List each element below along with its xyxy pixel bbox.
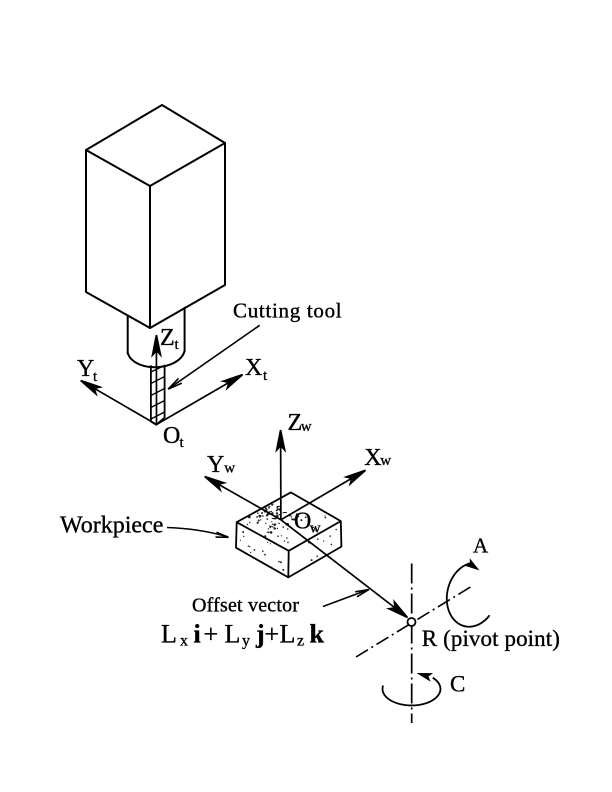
svg-text:Workpiece: Workpiece <box>60 513 163 539</box>
svg-text:w: w <box>310 521 321 537</box>
svg-text:Z: Z <box>160 325 175 351</box>
svg-text:X: X <box>364 445 381 471</box>
svg-text:+: + <box>265 620 280 649</box>
svg-text:L: L <box>280 620 296 649</box>
svg-text:t: t <box>263 368 268 384</box>
svg-text:L: L <box>161 620 177 649</box>
svg-text:i: i <box>194 620 201 649</box>
svg-text:R (pivot point): R (pivot point) <box>422 626 560 651</box>
svg-text:t: t <box>180 435 185 451</box>
svg-text:w: w <box>380 453 391 469</box>
svg-text:+: + <box>204 620 219 649</box>
svg-text:j: j <box>255 620 265 649</box>
svg-text:C: C <box>450 671 465 696</box>
svg-text:X: X <box>245 355 262 381</box>
svg-text:Offset vector: Offset vector <box>192 595 299 617</box>
svg-text:O: O <box>294 508 311 534</box>
svg-text:Z: Z <box>288 410 303 436</box>
svg-text:z: z <box>297 633 304 650</box>
svg-text:Cutting tool: Cutting tool <box>233 298 342 322</box>
svg-text:t: t <box>93 369 98 385</box>
svg-text:A: A <box>473 534 489 558</box>
svg-text:y: y <box>242 633 250 650</box>
svg-text:Y: Y <box>77 356 94 382</box>
svg-text:k: k <box>310 620 325 649</box>
svg-text:w: w <box>224 461 235 477</box>
svg-text:L: L <box>225 620 241 649</box>
svg-text:Y: Y <box>207 452 224 478</box>
svg-text:O: O <box>163 423 180 449</box>
svg-text:t: t <box>175 337 180 353</box>
svg-text:w: w <box>301 419 312 435</box>
svg-text:x: x <box>180 633 188 650</box>
